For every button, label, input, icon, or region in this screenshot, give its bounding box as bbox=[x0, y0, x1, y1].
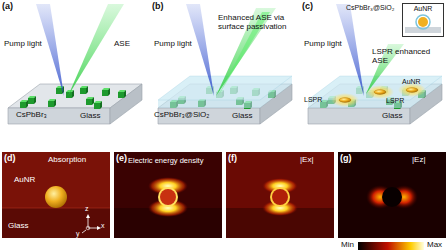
plasmon-label: LSPR bbox=[304, 96, 322, 104]
axis-label: x bbox=[101, 222, 105, 230]
axis-label: z bbox=[85, 205, 89, 213]
beam-label: ASE bbox=[114, 40, 130, 49]
beam-label: Pump light bbox=[304, 40, 342, 49]
panel-g bbox=[338, 152, 446, 238]
panel-letter: (b) bbox=[152, 2, 164, 12]
panel-letter: (g) bbox=[340, 154, 352, 164]
axis-label: y bbox=[76, 230, 80, 238]
panel-letter: (c) bbox=[302, 2, 313, 12]
material-label: CsPbBr₃ bbox=[16, 111, 47, 120]
substrate-label: Glass bbox=[8, 222, 28, 231]
beam-label: Enhanced ASE via surface passivation bbox=[218, 14, 294, 32]
panel-a bbox=[8, 4, 142, 124]
beam-label: LSPR enhanced ASE bbox=[372, 48, 444, 66]
substrate-label: Glass bbox=[382, 112, 402, 121]
particle-label: AuNR bbox=[14, 176, 35, 185]
map-title: Electric energy density bbox=[128, 157, 203, 165]
colorbar bbox=[358, 242, 424, 250]
plasmon-label: LSPR bbox=[386, 97, 404, 105]
panel-letter: (d) bbox=[4, 154, 16, 164]
map-title: |Ex| bbox=[300, 156, 314, 165]
inset-label: AuNR bbox=[403, 4, 443, 13]
material-label: CsPbBr₃@SiO₂ bbox=[346, 4, 394, 12]
substrate-label: Glass bbox=[80, 112, 100, 121]
scale-label: Max bbox=[427, 241, 442, 250]
material-label: CsPbBr₃@SiO₂ bbox=[154, 111, 209, 120]
panel-f bbox=[226, 152, 334, 238]
particle-label: AuNR bbox=[402, 78, 421, 86]
inset-box: AuNR bbox=[402, 3, 444, 37]
panel-letter: (a) bbox=[2, 2, 13, 12]
panel-e bbox=[114, 152, 222, 238]
map-title: |Ez| bbox=[412, 156, 426, 165]
map-title: Absorption bbox=[48, 156, 86, 165]
substrate-label: Glass bbox=[232, 112, 252, 121]
beam-label: Pump light bbox=[154, 40, 192, 49]
beam-label: Pump light bbox=[4, 40, 42, 49]
panel-d bbox=[2, 152, 110, 238]
panel-letter: (f) bbox=[228, 154, 237, 164]
scale-label: Min bbox=[341, 241, 354, 250]
panel-letter: (e) bbox=[116, 154, 127, 164]
inset-figure bbox=[403, 13, 443, 35]
